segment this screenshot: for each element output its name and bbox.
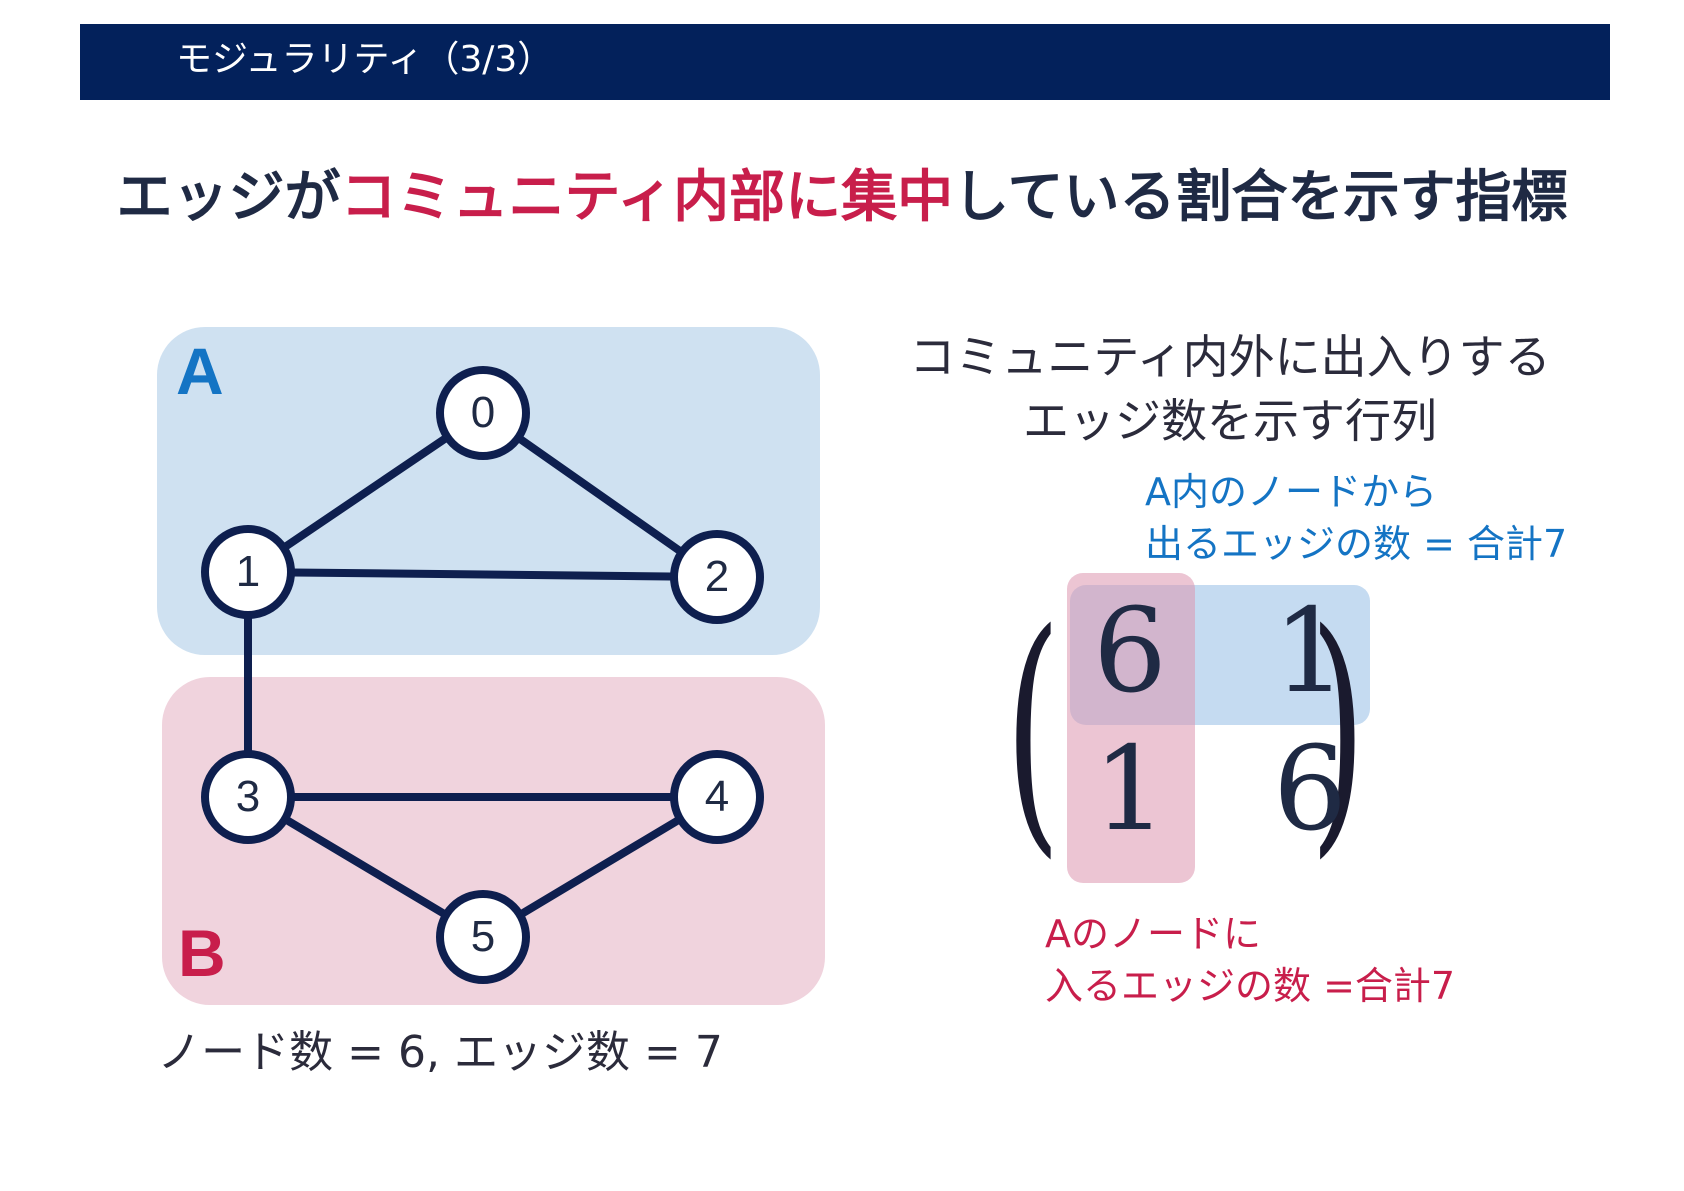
matrix-cell-0-1: 1 (1273, 584, 1347, 719)
matrix-right-paren: ) (1310, 579, 1366, 881)
matrix-left-paren: ( (1005, 579, 1061, 881)
header-bar: モジュラリティ（3/3） (80, 24, 1610, 100)
column-highlight (1067, 573, 1195, 883)
graph-node-1: 1 (201, 525, 295, 619)
graph-node-2: 2 (670, 530, 764, 624)
matrix-caption-line-2: エッジ数を示す行列 (1023, 394, 1437, 448)
row-sum-note-line-2: 出るエッジの数 = 合計7 (1145, 522, 1568, 566)
matrix-cell-0-0: 6 (1093, 584, 1167, 719)
matrix-cell-1-1: 6 (1273, 722, 1347, 857)
row-sum-note-line-1: A内のノードから (1145, 470, 1437, 514)
matrix-cell-1-0: 1 (1093, 722, 1167, 857)
graph-edge-1-2 (244, 568, 721, 581)
graph-caption: ノード数 = 6, エッジ数 = 7 (157, 1027, 723, 1078)
headline-part-3: している割合を示す指標 (953, 165, 1568, 230)
community-a-label: A (176, 334, 224, 408)
matrix-caption: コミュニティ内外に出入りする エッジ数を示す行列 (840, 325, 1620, 453)
headline-highlight: コミュニティ内部に集中 (340, 165, 954, 230)
community-b-region (162, 677, 825, 1005)
column-sum-note-line-2: 入るエッジの数 =合計7 (1045, 964, 1456, 1008)
graph-node-4: 4 (670, 750, 764, 844)
headline-part-1: エッジが (116, 165, 341, 230)
matrix-caption-line-1: コミュニティ内外に出入りする (909, 330, 1551, 384)
graph-node-5: 5 (436, 890, 530, 984)
column-sum-note: Aのノードに 入るエッジの数 =合計7 (1045, 908, 1455, 1012)
graph-node-3: 3 (201, 750, 295, 844)
row-sum-note: A内のノードから 出るエッジの数 = 合計7 (1145, 466, 1567, 570)
graph-node-0: 0 (436, 366, 530, 460)
slide-title: モジュラリティ（3/3） (176, 39, 554, 80)
column-sum-note-line-1: Aのノードに (1045, 912, 1261, 956)
community-b-label: B (178, 916, 226, 990)
headline: エッジがコミュニティ内部に集中している割合を示す指標 (0, 160, 1684, 236)
